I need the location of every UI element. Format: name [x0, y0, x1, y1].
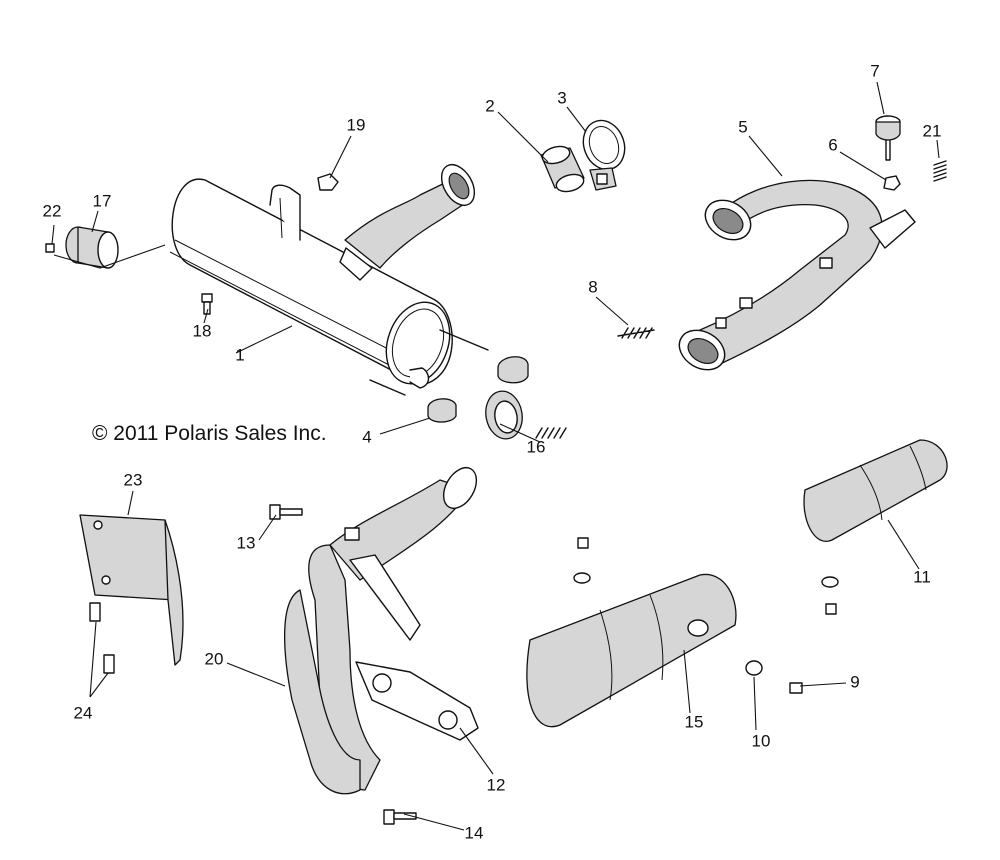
- callout-14: 14: [465, 823, 484, 842]
- spring-part-21: [933, 160, 947, 182]
- screw-part-24-b: [103, 654, 115, 674]
- callout-5: 5: [738, 117, 747, 136]
- nut-part-6: [883, 175, 901, 191]
- nut-part-19: [317, 173, 339, 191]
- callout-13: 13: [237, 533, 256, 552]
- callout-10: 10: [752, 731, 771, 750]
- bolt-part-9: [789, 682, 803, 694]
- callout-7: 7: [870, 61, 879, 80]
- gasket-part-12: [355, 661, 479, 741]
- muffler-part-1: [169, 164, 489, 396]
- heat-shield-part-15: [526, 573, 737, 728]
- washer-11: [821, 576, 839, 588]
- callout-16: 16: [527, 437, 546, 456]
- screw-part-24-a: [89, 602, 101, 622]
- callout-11: 11: [913, 567, 931, 586]
- heat-shield-part-11: [803, 439, 948, 543]
- coupler-part-17: [65, 226, 119, 269]
- callout-23: 23: [124, 470, 143, 489]
- seal-ring-part-16: [485, 390, 523, 440]
- bracket-part-23: [79, 514, 184, 666]
- bolt-top-15: [577, 537, 589, 549]
- bolt-part-14: [383, 809, 417, 825]
- callout-6: 6: [828, 135, 837, 154]
- bolt-11: [825, 603, 837, 615]
- bumper-part-7: [875, 115, 901, 161]
- callout-4: 4: [362, 427, 371, 446]
- spring-part-8: [617, 327, 655, 339]
- callout-20: 20: [205, 649, 224, 668]
- y-pipe-part-5: [678, 179, 916, 371]
- callout-12: 12: [487, 775, 506, 794]
- screw-part-22: [45, 243, 55, 253]
- sleeve-part-2: [540, 145, 585, 193]
- header-pipe-part-20: [284, 467, 478, 795]
- callout-24: 24: [74, 703, 93, 722]
- washer-top-15: [573, 572, 591, 584]
- grommet-part-4: [427, 356, 529, 423]
- bolt-part-13: [269, 504, 303, 520]
- callout-3: 3: [557, 88, 566, 107]
- spring-part-16-b: [535, 427, 567, 439]
- clamp-part-3: [582, 119, 626, 191]
- callout-15: 15: [685, 712, 704, 731]
- callout-22: 22: [43, 201, 62, 220]
- copyright-notice: © 2011 Polaris Sales Inc.: [92, 422, 327, 445]
- callout-19: 19: [347, 115, 366, 134]
- callout-21: 21: [923, 121, 942, 140]
- callout-8: 8: [588, 277, 597, 296]
- callout-1: 1: [235, 345, 244, 364]
- callout-9: 9: [850, 672, 859, 691]
- callout-18: 18: [193, 321, 212, 340]
- callout-2: 2: [485, 96, 494, 115]
- washer-part-10: [745, 660, 763, 676]
- callout-17: 17: [93, 191, 112, 210]
